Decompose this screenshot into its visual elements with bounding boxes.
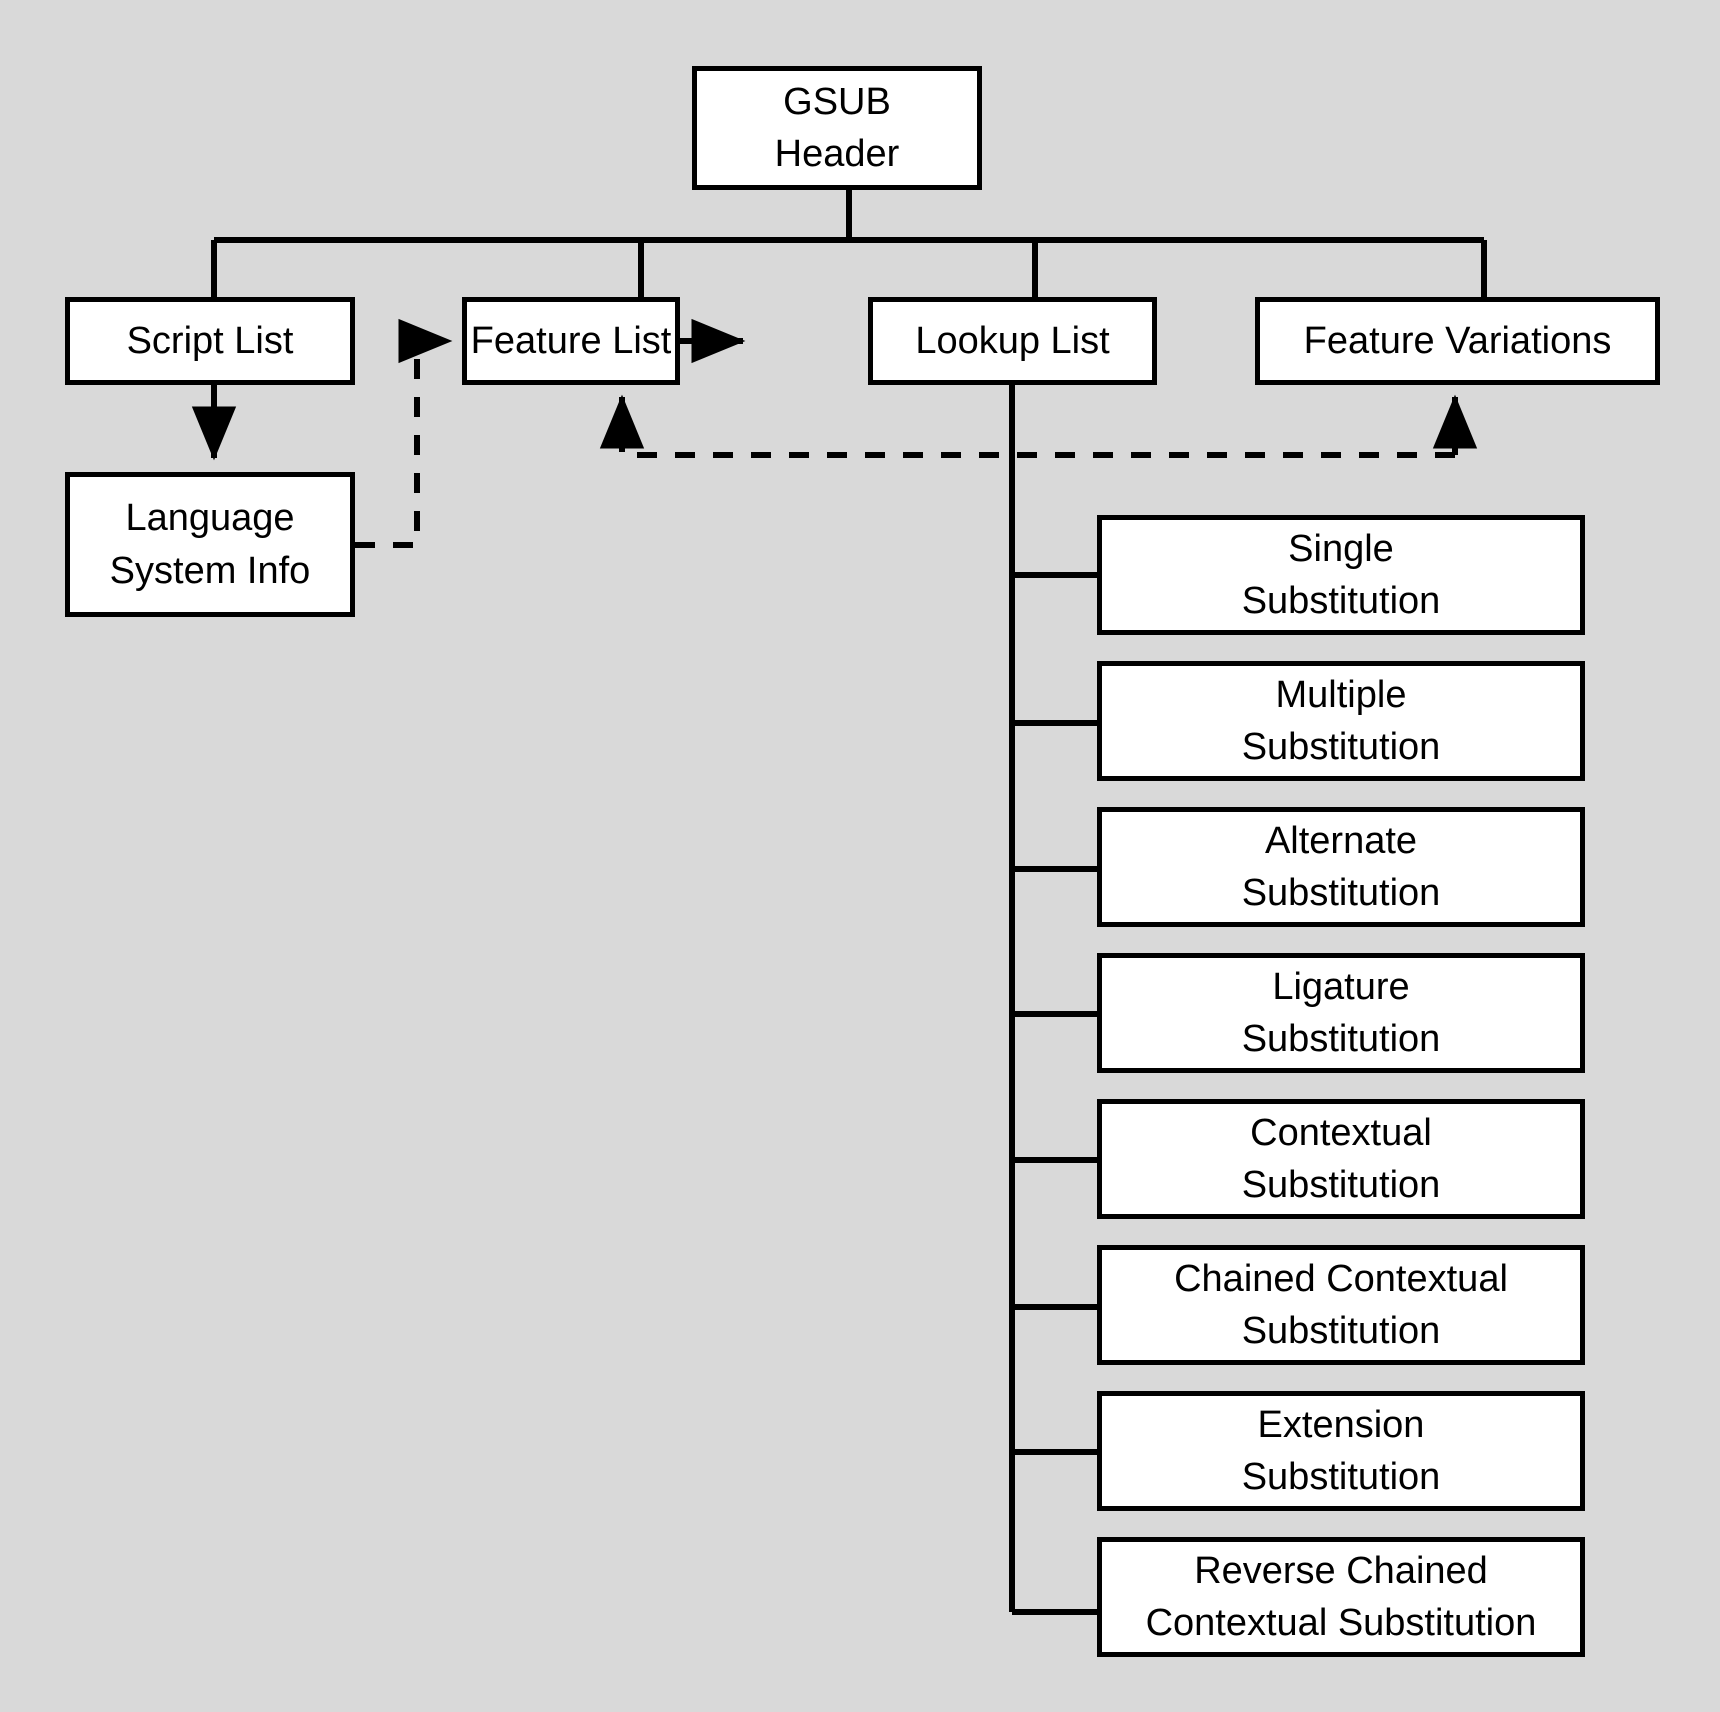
node-multiple-substitution[interactable]: Multiple Substitution (1097, 661, 1585, 781)
alternate-substitution-line2: Substitution (1241, 872, 1441, 914)
node-feature-variations[interactable]: Feature Variations (1255, 297, 1660, 385)
chained-contextual-substitution-line1: Chained Contextual (1174, 1257, 1508, 1300)
feature-variations-label: Feature Variations (1303, 319, 1612, 362)
node-lookup-list[interactable]: Lookup List (868, 297, 1157, 385)
multiple-substitution-line1: Multiple (1275, 673, 1407, 716)
chained-contextual-substitution-line2: Substitution (1241, 1310, 1441, 1352)
language-system-info-line2: System Info (109, 549, 311, 592)
alternate-substitution-line1: Alternate (1264, 819, 1418, 862)
node-single-substitution[interactable]: Single Substitution (1097, 515, 1585, 635)
single-substitution-line2: Substitution (1241, 580, 1441, 622)
node-extension-substitution[interactable]: Extension Substitution (1097, 1391, 1585, 1511)
node-gsub-header[interactable]: GSUB Header (692, 66, 982, 190)
node-script-list[interactable]: Script List (65, 297, 355, 385)
contextual-substitution-line2: Substitution (1241, 1164, 1441, 1206)
node-contextual-substitution[interactable]: Contextual Substitution (1097, 1099, 1585, 1219)
reverse-chained-line1: Reverse Chained (1194, 1549, 1488, 1592)
node-feature-list[interactable]: Feature List (462, 297, 680, 385)
ligature-substitution-line2: Substitution (1241, 1018, 1441, 1060)
extension-substitution-line2: Substitution (1241, 1456, 1441, 1498)
node-reverse-chained-contextual-substitution[interactable]: Reverse Chained Contextual Substitution (1097, 1537, 1585, 1657)
contextual-substitution-line1: Contextual (1250, 1111, 1432, 1154)
script-list-label: Script List (126, 319, 294, 362)
node-language-system-info[interactable]: Language System Info (65, 472, 355, 617)
node-ligature-substitution[interactable]: Ligature Substitution (1097, 953, 1585, 1073)
node-chained-contextual-substitution[interactable]: Chained Contextual Substitution (1097, 1245, 1585, 1365)
extension-substitution-line1: Extension (1257, 1403, 1425, 1446)
multiple-substitution-line2: Substitution (1241, 726, 1441, 768)
wire-lookup-to-feature-dashed (599, 394, 1455, 458)
gsub-header-line2: Header (774, 133, 900, 175)
language-system-info-line1: Language (125, 497, 295, 540)
wire-language-to-feature-dashed (355, 318, 453, 548)
reverse-chained-line2: Contextual Substitution (1145, 1602, 1537, 1644)
gsub-header-line1: GSUB (783, 80, 891, 123)
single-substitution-line1: Single (1288, 527, 1394, 570)
lookup-list-label: Lookup List (915, 319, 1110, 362)
ligature-substitution-line1: Ligature (1272, 965, 1410, 1008)
feature-list-label: Feature List (470, 319, 672, 362)
node-alternate-substitution[interactable]: Alternate Substitution (1097, 807, 1585, 927)
